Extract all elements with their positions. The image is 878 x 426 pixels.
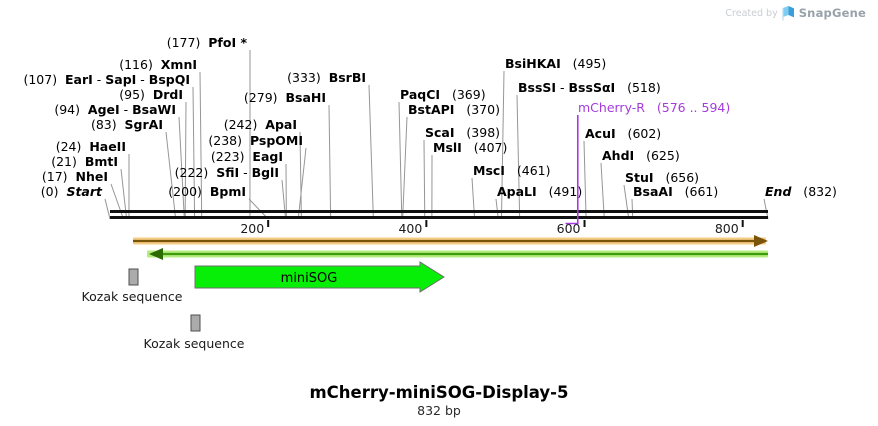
site-label-bsssi-bsss-i[interactable]: BssSI - BssSαI (518) xyxy=(518,80,661,95)
feature-shape-minisog[interactable] xyxy=(194,261,445,293)
site-callout-xmni xyxy=(199,71,203,220)
site-label-eagi[interactable]: (223) EagI xyxy=(211,149,283,164)
snapgene-logo-icon xyxy=(782,6,794,21)
watermark-brand-label: SnapGene xyxy=(798,6,866,20)
site-label-acui[interactable]: AcuI (602) xyxy=(585,126,661,141)
site-callout-bsssi-bsss-i xyxy=(516,94,521,220)
primer-annotation-line xyxy=(565,115,579,225)
site-callout-nhei xyxy=(110,183,124,220)
axis-tick-label-200: 200 xyxy=(240,221,264,236)
site-label-eari-sapi-bspqi[interactable]: (107) EarI - SapI - BspQI xyxy=(23,72,190,87)
site-label-stui[interactable]: StuI (656) xyxy=(625,170,699,185)
primer-label[interactable]: mCherry-R (576 .. 594) xyxy=(578,100,730,115)
feature-shape-kozak-2[interactable] xyxy=(190,314,201,332)
site-label-apali[interactable]: ApaLI (491) xyxy=(497,184,582,199)
primer-mcherry-r[interactable]: mCherry-R (576 .. 594) xyxy=(565,100,731,225)
site-label-start[interactable]: (0) Start xyxy=(41,184,103,199)
feature-label-minisog: miniSOG xyxy=(281,271,338,286)
site-callout-start xyxy=(104,198,111,220)
site-label-msli[interactable]: MslI (407) xyxy=(433,140,507,155)
site-label-bmti[interactable]: (21) BmtI xyxy=(51,154,118,169)
site-label-pfoi[interactable]: (177) PfoI * xyxy=(167,35,248,50)
feature-kozak-sequence-2[interactable]: Kozak sequence xyxy=(144,314,245,351)
feature-kozak-sequence-1[interactable]: Kozak sequence xyxy=(82,268,183,304)
axis: 200 400 600 800 xyxy=(240,220,744,236)
site-label-apai[interactable]: (242) ApaI xyxy=(224,117,297,132)
site-label-bsaai[interactable]: BsaAI (661) xyxy=(633,184,718,199)
site-label-bpmi[interactable]: (200) BpmI xyxy=(168,184,246,199)
site-callout-bsahi xyxy=(328,104,332,220)
site-labels: (0) Start(17) NheI(21) BmtI(24) HaeII (83… xyxy=(23,35,836,199)
site-callout-bsihkai xyxy=(500,70,505,220)
watermark-created-by-label: Created by xyxy=(725,7,778,19)
site-label-haeii[interactable]: (24) HaeII xyxy=(56,139,126,154)
site-label-drdi[interactable]: (95) DrdI xyxy=(119,87,183,102)
site-callout-drdi xyxy=(184,101,187,220)
site-label-scai[interactable]: ScaI (398) xyxy=(425,125,500,140)
feature-minisog-0[interactable]: miniSOG xyxy=(194,261,445,293)
site-label-paqci[interactable]: PaqCI (369) xyxy=(400,87,486,102)
site-label-xmni[interactable]: (116) XmnI xyxy=(119,57,197,72)
site-callout-sgrai xyxy=(165,131,177,220)
site-callout-sfii-bgli xyxy=(281,179,287,220)
site-label-sfii-bgli[interactable]: (222) SfiI - BglI xyxy=(175,165,279,180)
site-callout-apai xyxy=(299,131,302,220)
site-label-bstapi[interactable]: BstAPI (370) xyxy=(408,102,500,117)
site-label-pspomi[interactable]: (238) PspOMI xyxy=(208,133,303,148)
feature-shape-kozak-1[interactable] xyxy=(128,268,139,286)
site-callout-bstapi xyxy=(402,116,408,220)
site-label-ahdi[interactable]: AhdI (625) xyxy=(602,148,680,163)
site-callout-scai xyxy=(423,139,426,220)
site-callout-apali xyxy=(495,198,499,220)
site-callout-bsaai xyxy=(631,198,634,220)
axis-tick-label-800: 800 xyxy=(715,221,739,236)
axis-tick-label-600: 600 xyxy=(557,221,581,236)
watermark: Created by SnapGene xyxy=(725,4,866,22)
site-callout-ahdi xyxy=(600,162,605,220)
site-callout-lines xyxy=(104,49,769,220)
feature-label-kozak-1: Kozak sequence xyxy=(82,289,183,304)
site-callout-eari-sapi-bspqi xyxy=(192,86,196,220)
site-callout-acui xyxy=(583,140,587,220)
site-label-end[interactable]: End (832) xyxy=(765,184,837,199)
sequence-bar xyxy=(110,210,768,219)
site-callout-paqci xyxy=(398,101,403,220)
map-footer: mCherry-miniSOG-Display-5 832 bp xyxy=(0,383,878,418)
strand-orf-forward xyxy=(133,235,768,247)
site-label-bsahi[interactable]: (279) BsaHI xyxy=(244,90,326,105)
site-callout-pspomi xyxy=(297,147,307,220)
site-label-agei-bsawi[interactable]: (94) AgeI - BsaWI xyxy=(54,102,176,117)
site-label-nhei[interactable]: (17) NheI xyxy=(42,169,108,184)
axis-tick-label-400: 400 xyxy=(398,221,422,236)
site-callout-stui xyxy=(623,184,630,220)
site-label-sgrai[interactable]: (83) SgrAI xyxy=(91,117,163,132)
site-callout-bpmi xyxy=(248,198,269,220)
sequence-length: 832 bp xyxy=(417,403,461,418)
site-label-bsrbi[interactable]: (333) BsrBI xyxy=(287,70,366,85)
strand-orf-reverse xyxy=(147,248,768,260)
site-label-msci[interactable]: MscI (461) xyxy=(473,163,551,178)
site-label-bsihkai[interactable]: BsiHKAI (495) xyxy=(505,56,606,71)
site-callout-agei-bsawi xyxy=(178,116,185,220)
sequence-title: mCherry-miniSOG-Display-5 xyxy=(309,383,569,402)
site-callout-end xyxy=(763,198,769,220)
site-callout-bsrbi xyxy=(368,84,374,220)
feature-label-kozak-2: Kozak sequence xyxy=(144,336,245,351)
